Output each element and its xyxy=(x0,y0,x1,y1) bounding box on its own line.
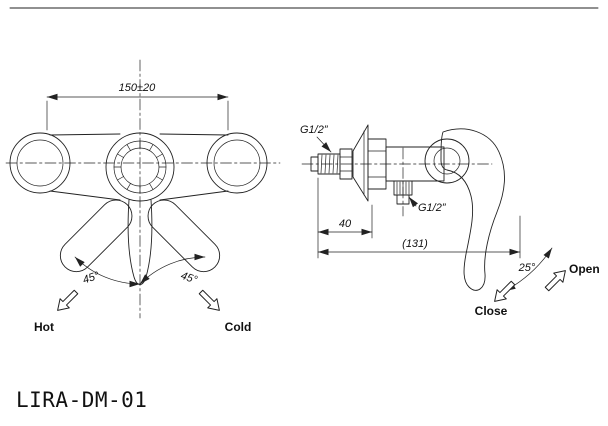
body-cylinder xyxy=(385,146,445,182)
hex-collar xyxy=(339,148,353,180)
hot-label: Hot xyxy=(34,320,54,334)
handle-hub-outer xyxy=(424,138,470,184)
dimension-angles: 45° 45° xyxy=(74,253,206,288)
inlet-thread-callout: G1/2” xyxy=(300,124,332,153)
outlet-thread-leader xyxy=(408,196,418,208)
cold-arrow-icon xyxy=(198,289,220,311)
width-dimension-label: 150±20 xyxy=(119,82,157,94)
angle-right-label: 45° xyxy=(179,270,199,287)
right-knob-inner xyxy=(213,139,261,187)
center-cap-outer xyxy=(105,132,175,202)
close-label: Close xyxy=(475,304,508,318)
handle-hub-inner xyxy=(433,147,461,175)
open-arrow-icon xyxy=(544,270,566,292)
hot-arrow-icon xyxy=(57,289,79,311)
valve-body xyxy=(367,138,470,190)
escutcheon-flange xyxy=(352,124,369,202)
inlet-thread-leader xyxy=(316,136,332,153)
body-nut-facets xyxy=(367,150,387,178)
close-indicator: Close xyxy=(475,280,516,318)
open-label: Open xyxy=(569,262,600,276)
wall-offset-label: 40 xyxy=(339,218,352,230)
open-indicator: Open xyxy=(544,262,600,292)
hex-collar-facets xyxy=(339,156,353,172)
lever-right-position xyxy=(147,199,221,273)
cold-indicator: Cold xyxy=(198,289,252,334)
flange-outline xyxy=(352,124,369,202)
dimension-width: 150±20 xyxy=(46,82,229,131)
front-body xyxy=(9,132,268,285)
side-view: G1/2” G1/2” 40 (131) 25° Open xyxy=(300,124,600,318)
thread-ticks xyxy=(320,154,339,174)
knurl-ticks xyxy=(113,140,167,194)
outlet-thread-callout: G1/2” xyxy=(408,196,447,214)
lever-left-position xyxy=(59,199,133,273)
port-knurl-ticks xyxy=(396,181,410,195)
close-arrow-icon xyxy=(494,280,516,302)
inlet-nipple xyxy=(310,148,353,180)
hot-indicator: Hot xyxy=(34,289,79,334)
angle-left-label: 45° xyxy=(81,270,101,287)
outlet-port xyxy=(393,180,413,205)
right-knob-outer xyxy=(206,132,268,194)
body-arms xyxy=(49,133,229,201)
model-title: LIRA-DM-01 xyxy=(16,388,147,412)
front-view: 150±20 45° 45° Hot xyxy=(5,59,281,334)
handle-angle-label: 25° xyxy=(518,262,536,274)
handle-lever xyxy=(440,128,505,291)
cold-label: Cold xyxy=(225,320,252,334)
overall-depth-label: (131) xyxy=(402,238,428,250)
spout xyxy=(127,199,153,285)
angle-arc-right xyxy=(139,253,206,285)
inlet-thread-label: G1/2” xyxy=(300,124,329,136)
angle-arc-left xyxy=(74,256,141,288)
left-knob-inner xyxy=(16,139,64,187)
dimension-40: 40 xyxy=(317,177,373,259)
outlet-thread-label: G1/2” xyxy=(418,202,447,214)
left-knob-outer xyxy=(9,132,71,194)
